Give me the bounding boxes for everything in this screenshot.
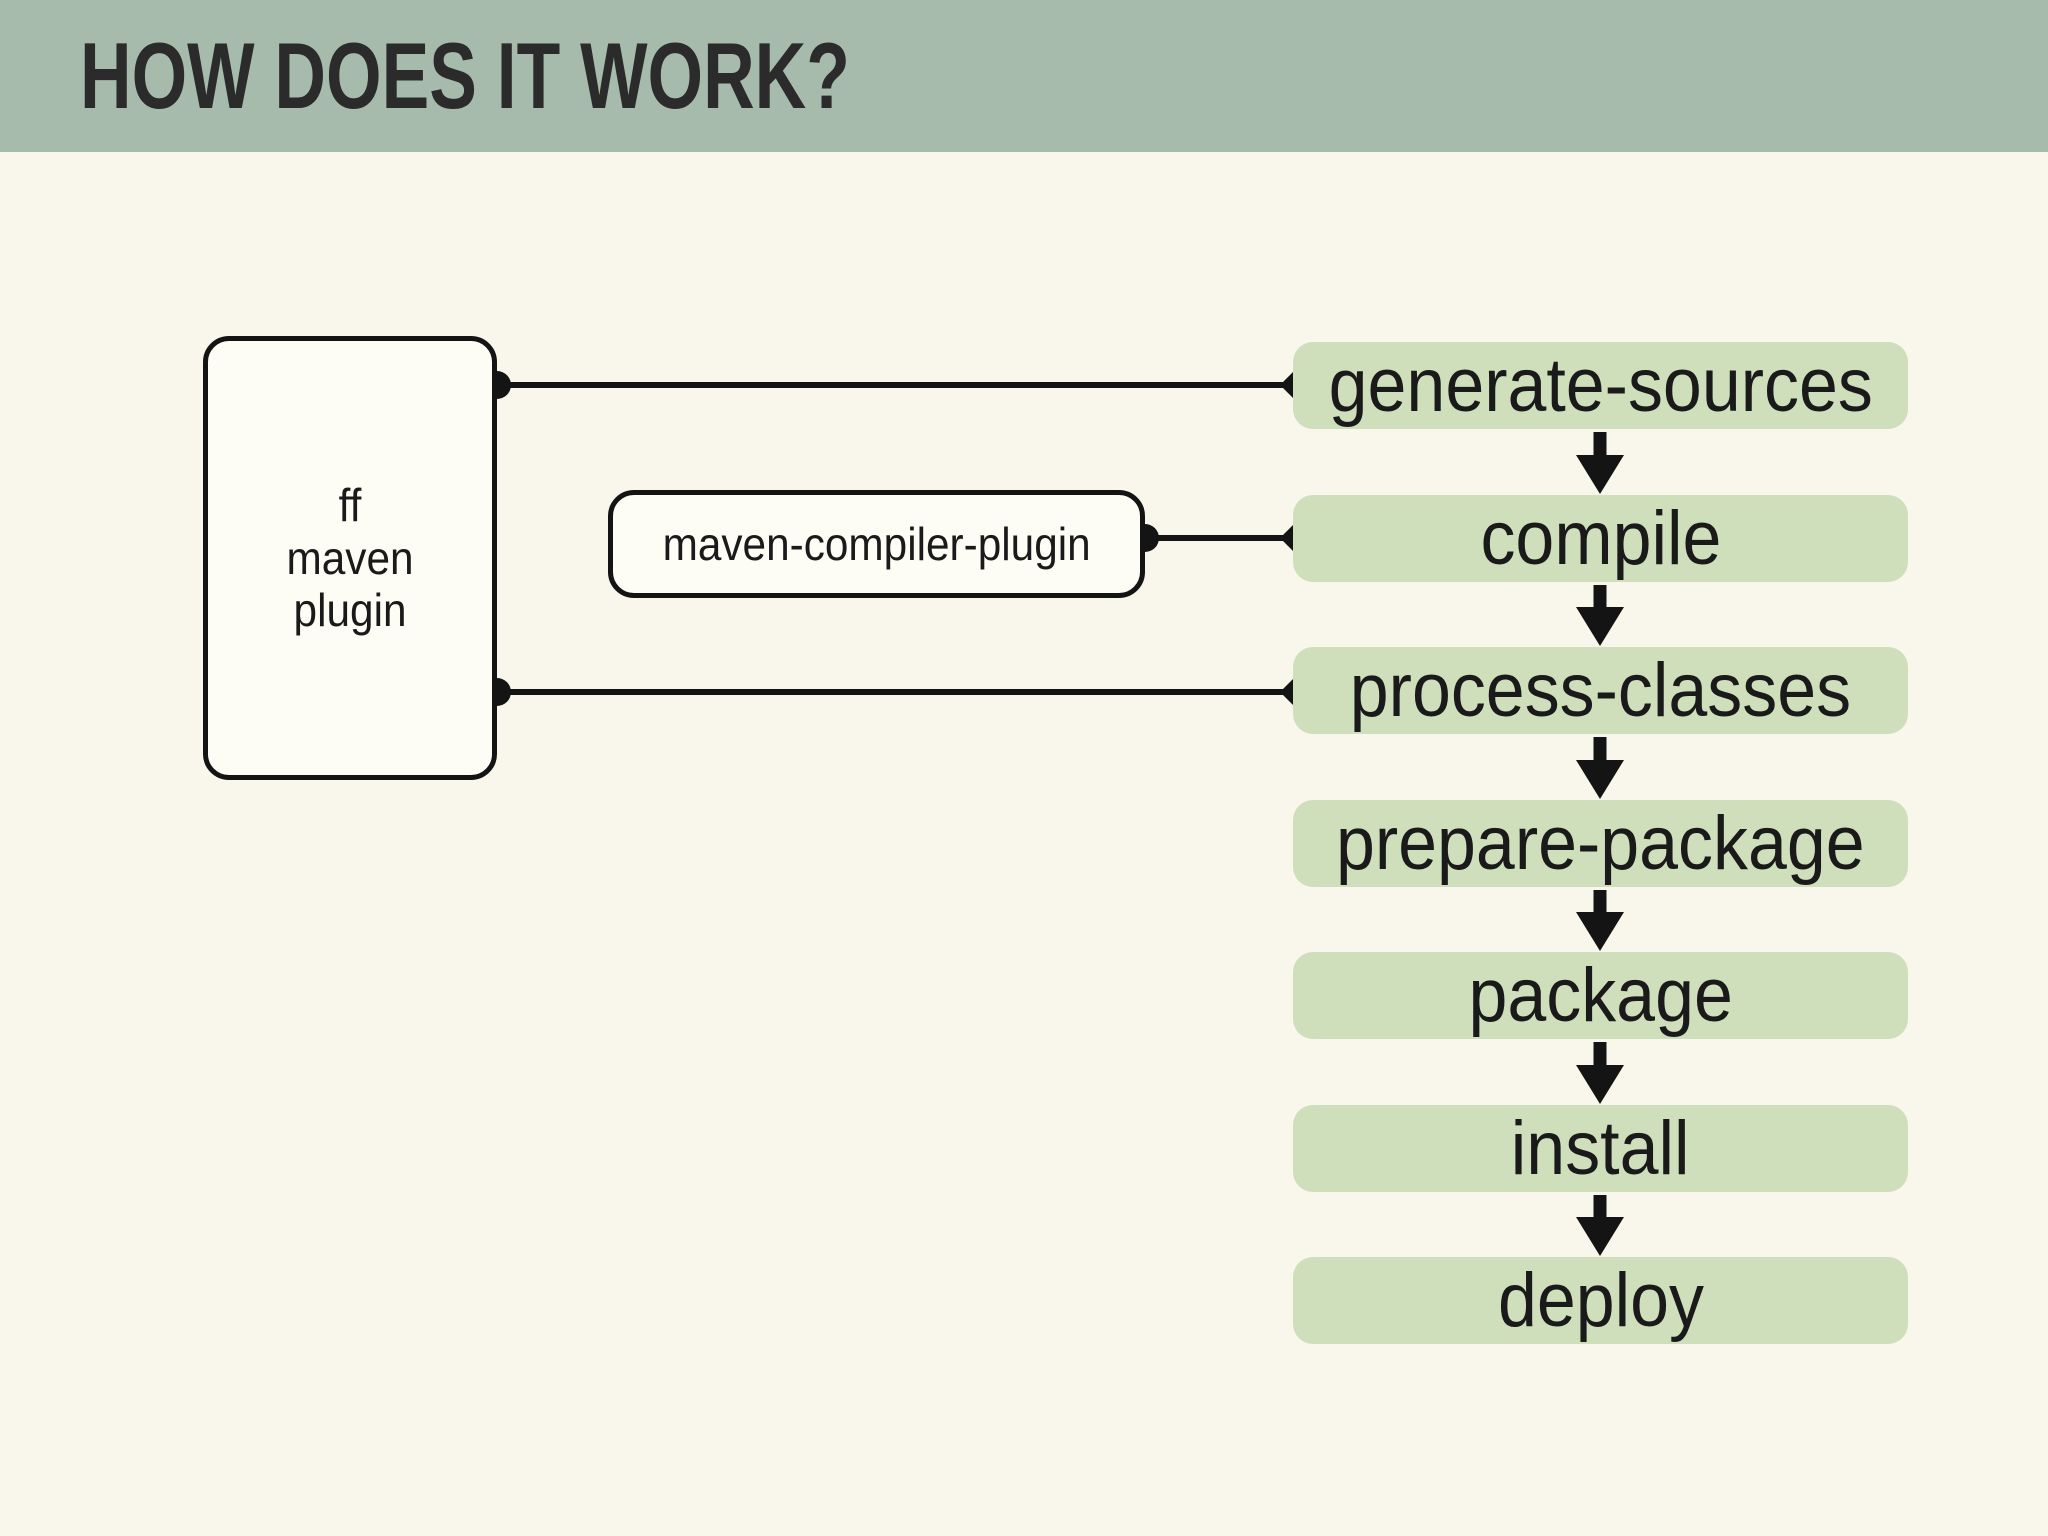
phase-label: process-classes xyxy=(1349,648,1852,733)
maven-compiler-plugin-label: maven-compiler-plugin xyxy=(662,518,1091,570)
flow-arrow-5 xyxy=(1576,1042,1624,1104)
phase-label: install xyxy=(1511,1106,1690,1191)
phase-label: package xyxy=(1468,953,1733,1038)
phase-label: generate-sources xyxy=(1328,343,1873,428)
phase-label: prepare-package xyxy=(1336,801,1865,886)
phase-box-process-classes: process-classes xyxy=(1293,647,1908,734)
ff-maven-plugin-label: ff maven plugin xyxy=(286,478,414,637)
phase-label: deploy xyxy=(1497,1258,1704,1343)
header-bar: HOW DOES IT WORK? xyxy=(0,0,2048,152)
ff-maven-plugin-box: ff maven plugin xyxy=(203,336,497,780)
page-title: HOW DOES IT WORK? xyxy=(80,23,850,128)
phase-box-prepare-package: prepare-package xyxy=(1293,800,1908,887)
phase-box-install: install xyxy=(1293,1105,1908,1192)
flow-arrow-4 xyxy=(1576,890,1624,951)
phase-box-compile: compile xyxy=(1293,495,1908,582)
diagram-canvas: ff maven plugin maven-compiler-plugin ge… xyxy=(0,152,2048,1536)
phase-label: compile xyxy=(1480,496,1721,581)
flow-arrow-2 xyxy=(1576,585,1624,646)
flow-arrow-1 xyxy=(1576,432,1624,494)
phase-box-deploy: deploy xyxy=(1293,1257,1908,1344)
maven-compiler-plugin-box: maven-compiler-plugin xyxy=(608,490,1145,598)
flow-arrow-6 xyxy=(1576,1195,1624,1256)
phase-box-package: package xyxy=(1293,952,1908,1039)
phase-box-generate-sources: generate-sources xyxy=(1293,342,1908,429)
flow-arrow-3 xyxy=(1576,737,1624,799)
